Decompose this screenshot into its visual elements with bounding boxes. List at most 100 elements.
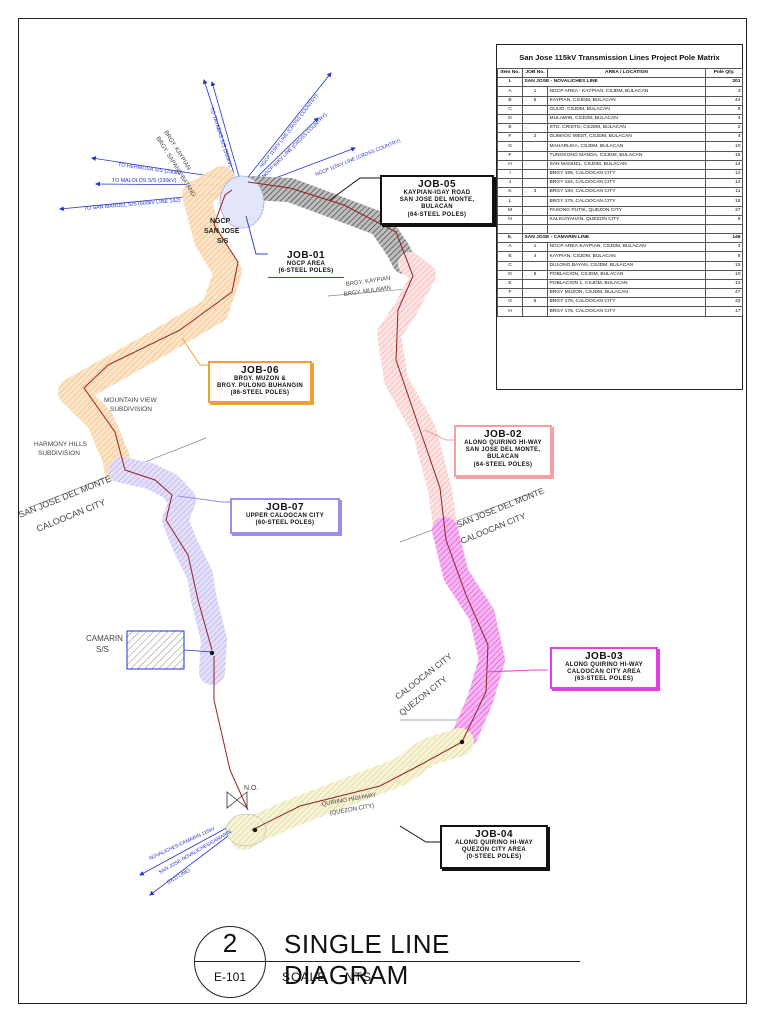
cell-job	[522, 178, 548, 189]
cell-qty: 4	[705, 132, 743, 143]
cell-qty: 44	[705, 95, 743, 106]
callout-job07-line2: (60-STEEL POLES)	[255, 520, 315, 527]
section-qty: 201	[705, 77, 743, 88]
callout-job05-line1: KAYPIAN-IGAY ROAD	[403, 190, 471, 196]
pole-matrix: San Jose 115kV Transmission Lines Projec…	[496, 44, 743, 390]
cell-qty: 13	[705, 278, 743, 290]
cell-item: H	[497, 306, 523, 317]
label-no: N.O.	[244, 785, 258, 792]
cell-job: 6	[522, 297, 548, 308]
cell-qty: 12	[705, 168, 743, 180]
cell-job	[522, 141, 548, 152]
callout-job05-title: JOB-05	[417, 179, 456, 190]
cell-qty: 47	[705, 288, 743, 299]
callout-job06: JOB-06 BRGY. MUZON & BRGY. PULONG BUHANG…	[208, 361, 312, 403]
callout-job04-line3: (0-STEEL POLES)	[466, 854, 522, 861]
cell-qty: 8	[705, 251, 743, 262]
callout-job01-line1: NGCP AREA	[286, 261, 326, 267]
cell-qty: 10	[705, 141, 743, 152]
pole-matrix-table: Item No. JOB No. AREA / LOCATION Pole Qt…	[497, 67, 743, 317]
label-ngcp-1: NGCP	[210, 218, 231, 225]
cell-job: 2	[522, 132, 548, 143]
cell-item: N	[497, 214, 523, 225]
header-job: JOB No.	[522, 67, 548, 79]
line-to-tayabas-2	[210, 81, 241, 181]
callout-job02-line1: ALONG QUIRINO HI-WAY	[464, 440, 542, 446]
pole-matrix-header: Item No. JOB No. AREA / LOCATION Pole Qt…	[497, 67, 743, 79]
cell-job	[522, 113, 548, 125]
cell-area: BRGY 175, CALOOCAN CITY	[547, 306, 706, 317]
header-area: AREA / LOCATION	[547, 67, 706, 79]
corridor-job07	[109, 457, 227, 685]
cell-item: D	[497, 113, 523, 125]
blank-row	[497, 223, 743, 235]
cell-area: GUMAOC WEST, CSJDM, BULACAN	[547, 132, 706, 143]
route-line	[83, 181, 489, 831]
cell-area: BRGY MUZON, CSJDM, BULACAN	[547, 288, 706, 299]
leader-job05	[329, 177, 380, 201]
cell-qty: 3	[705, 86, 743, 97]
label-mountain-view-1: MOUNTAIN VIEW	[104, 397, 157, 404]
callout-job02-line3: BULACAN	[487, 454, 519, 461]
cell-job	[522, 123, 548, 134]
leader-job04	[399, 825, 440, 843]
corridor-job03	[432, 517, 505, 748]
leader-job02	[424, 429, 456, 441]
cell-item: A	[497, 86, 523, 97]
cell-qty: 33	[705, 297, 743, 308]
cell-area: SAN MANUEL, CSJDM, BULACAN	[547, 159, 706, 170]
node-junction	[459, 739, 465, 745]
cell-item: F	[497, 132, 523, 143]
title-block: 2 E-101 SINGLE LINE DIAGRAM SCALE : NTS	[180, 926, 580, 1006]
callout-leaders	[177, 177, 548, 843]
cell-item: F	[497, 288, 523, 299]
callout-job03-line1: ALONG QUIRINO HI-WAY	[565, 662, 643, 668]
callout-job05-line4: (64-STEEL POLES)	[407, 211, 467, 218]
cell-job	[522, 196, 548, 207]
drawing-border	[18, 18, 747, 1004]
camarin-substation	[126, 630, 185, 670]
cell-job	[522, 150, 548, 161]
corridor-job05	[238, 176, 416, 274]
section-name: SAN JOSE - NOVALICHES LINE	[522, 77, 706, 88]
label-ngcp-2: SAN JOSE	[204, 228, 240, 235]
label-mountain-view-2: SUBDIVISION	[110, 406, 152, 413]
corridor-job06	[58, 166, 242, 482]
line-to-tayabas-1	[202, 79, 237, 181]
sheet-reference: E-101	[213, 970, 247, 984]
cell-area: POBLACION 1, CSJDM, BULACAN	[547, 278, 706, 290]
cell-area: BRGY 183, CALOOCAN CITY	[547, 187, 706, 198]
callout-job01: JOB-01 NGCP AREA (6-STEEL POLES)	[268, 248, 344, 278]
callout-job03-title: JOB-03	[584, 651, 623, 662]
drawing-title: SINGLE LINE DIAGRAM	[284, 929, 450, 990]
cell-item: G	[497, 297, 523, 308]
label-camarin-2: S/S	[96, 645, 109, 654]
callout-job03-line3: (63-STEEL POLES)	[574, 676, 634, 683]
scale-separator: :	[330, 970, 334, 984]
node-camarin	[209, 650, 215, 656]
callout-job02-line2: SAN JOSE DEL MONTE,	[465, 447, 541, 454]
cell-area: KAYPIAN, CSJDM, BULACAN	[547, 251, 706, 262]
line-nov-camarin-1	[139, 824, 233, 876]
callout-job06-title: JOB-06	[240, 365, 279, 376]
cell-qty: 37	[705, 205, 743, 216]
cell-job: 1	[522, 86, 548, 97]
cell-qty: 10	[705, 269, 743, 280]
line-nov-camarin-2	[149, 829, 237, 896]
callout-job03: JOB-03 ALONG QUIRINO HI-WAY CALOOCAN CIT…	[550, 647, 658, 689]
callout-job03-line2: CALOOCAN CITY AREA	[567, 669, 641, 676]
callout-job01-title: JOB-01	[286, 250, 325, 261]
section-name: SAN JOSE - CAMARIN LINE	[522, 233, 706, 244]
cell-qty: 11	[705, 187, 743, 198]
